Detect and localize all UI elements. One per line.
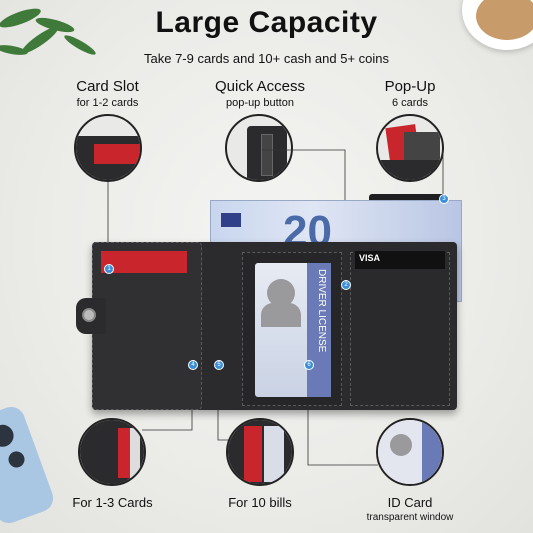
callout-4: 4	[188, 360, 198, 370]
feature-label-id-card: ID Card	[387, 495, 433, 510]
feature-label-1-3-cards: For 1-3 Cards	[72, 495, 153, 510]
id-pocket: DRIVER LICENSE	[242, 252, 342, 406]
callout-2: 2	[341, 280, 351, 290]
feature-label-quick-access: Quick Access	[214, 78, 306, 95]
page-subtitle: Take 7-9 cards and 10+ cash and 5+ coins	[144, 51, 389, 66]
callout-1: 1	[104, 264, 114, 274]
page-title: Large Capacity	[155, 6, 378, 39]
feature-sublabel-card-slot: for 1-2 cards	[76, 97, 139, 109]
feature-label-10-bills: For 10 bills	[228, 495, 292, 510]
feature-sublabel-pop-up: 6 cards	[391, 97, 429, 109]
visa-card: VISA	[355, 251, 445, 269]
plant-decoration	[0, 8, 96, 55]
detail-1-3-cards	[78, 418, 146, 486]
snap-tab	[76, 298, 106, 334]
right-pocket: VISA	[350, 251, 450, 406]
callout-6: 6	[304, 360, 314, 370]
feature-sublabel-quick-access: pop-up button	[226, 97, 294, 109]
feature-sublabel-id-card: transparent window	[366, 512, 454, 523]
detail-10-bills	[226, 418, 294, 486]
wallet-product: 20 DRIVER LICENSE VISA 1 2	[76, 194, 462, 413]
callout-5: 5	[214, 360, 224, 370]
id-card-text: DRIVER LICENSE	[316, 269, 327, 353]
detail-card-slot	[74, 114, 142, 182]
feature-label-pop-up: Pop-Up	[384, 78, 436, 95]
card-brand: VISA	[359, 253, 381, 263]
detail-pop-up	[376, 114, 444, 182]
detail-quick-access	[225, 114, 293, 182]
detail-id-card	[376, 418, 444, 486]
red-card	[101, 251, 187, 273]
id-card: DRIVER LICENSE	[255, 263, 331, 397]
callout-3: 3	[439, 194, 449, 204]
feature-label-card-slot: Card Slot	[76, 78, 139, 95]
